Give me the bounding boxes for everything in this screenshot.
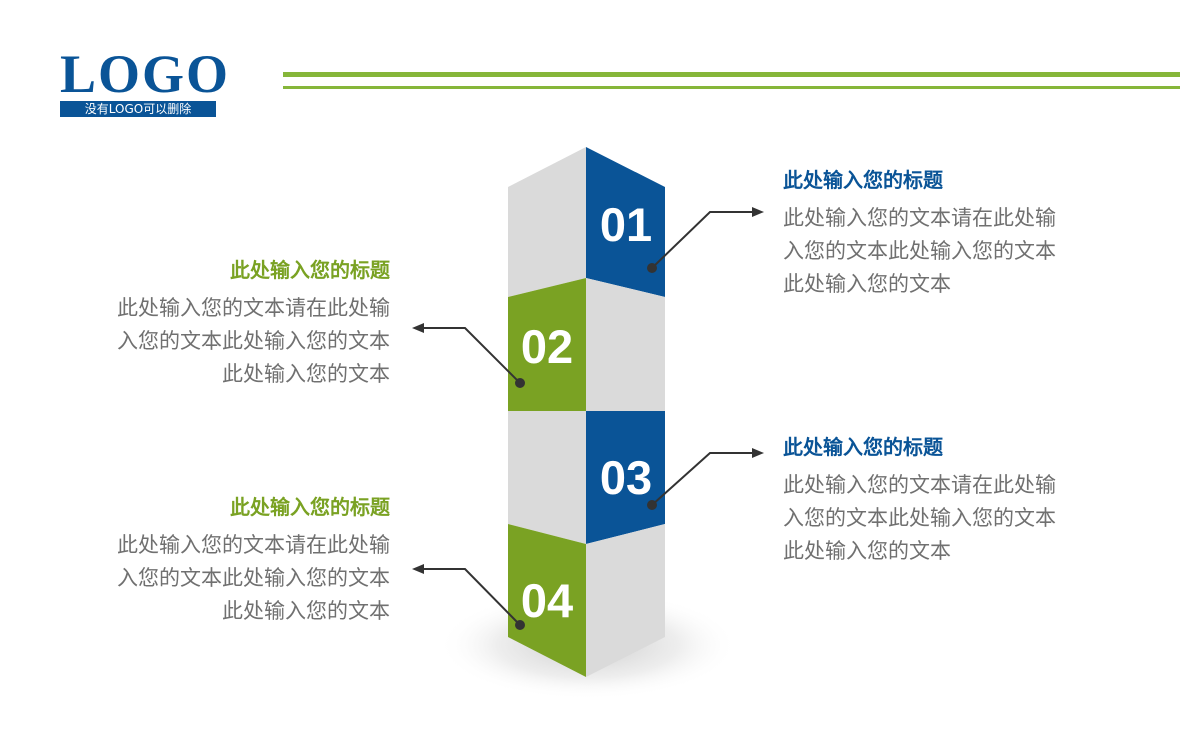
- arrow-head-icon: [412, 564, 424, 574]
- header-line-thin: [283, 86, 1180, 89]
- block-body: 此处输入您的文本请在此处输 入您的文本此处输入您的文本 此处输入您的文本: [783, 202, 1093, 301]
- block-title: 此处输入您的标题: [783, 435, 943, 459]
- text-block-04: 此处输入您的标题 此处输入您的文本请在此处输 入您的文本此处输入您的文本 此处输…: [80, 494, 390, 628]
- arrow-head-icon: [752, 207, 764, 217]
- connector-line: [651, 211, 755, 269]
- connector-dot: [515, 620, 525, 630]
- body-line: 此处输入您的文本请在此处输: [783, 206, 1056, 230]
- step-number-01: 01: [600, 198, 652, 251]
- arrow-head-icon: [752, 448, 764, 458]
- connector-dot: [647, 263, 657, 273]
- step-number-02: 02: [521, 320, 573, 373]
- pillar-face-blue: [586, 147, 665, 297]
- connector-line: [651, 452, 755, 506]
- block-title: 此处输入您的标题: [230, 258, 390, 282]
- connector-line: [422, 568, 521, 626]
- connector-dot: [647, 500, 657, 510]
- body-line: 入您的文本此处输入您的文本: [783, 506, 1056, 530]
- pillar-face-gray: [586, 524, 665, 677]
- arrow-head-icon: [412, 323, 424, 333]
- pillar-face-green: [508, 524, 586, 677]
- body-line: 入您的文本此处输入您的文本: [783, 239, 1056, 263]
- body-line: 此处输入您的文本: [222, 362, 390, 386]
- pillar-face-gray: [508, 411, 586, 544]
- body-line: 此处输入您的文本请在此处输: [117, 296, 390, 320]
- pillar-face-blue: [586, 411, 665, 544]
- step-number-03: 03: [600, 451, 652, 504]
- body-line: 入您的文本此处输入您的文本: [117, 566, 390, 590]
- text-block-03: 此处输入您的标题 此处输入您的文本请在此处输 入您的文本此处输入您的文本 此处输…: [783, 434, 1093, 568]
- body-line: 此处输入您的文本: [222, 599, 390, 623]
- block-body: 此处输入您的文本请在此处输 入您的文本此处输入您的文本 此处输入您的文本: [80, 529, 390, 628]
- block-body: 此处输入您的文本请在此处输 入您的文本此处输入您的文本 此处输入您的文本: [80, 292, 390, 391]
- step-number-04: 04: [521, 574, 573, 627]
- text-block-01: 此处输入您的标题 此处输入您的文本请在此处输 入您的文本此处输入您的文本 此处输…: [783, 167, 1093, 301]
- header-line-thick: [283, 72, 1180, 77]
- body-line: 此处输入您的文本: [783, 272, 951, 296]
- block-title: 此处输入您的标题: [783, 168, 943, 192]
- pillar-face-green: [508, 278, 586, 411]
- block-body: 此处输入您的文本请在此处输 入您的文本此处输入您的文本 此处输入您的文本: [783, 469, 1093, 568]
- logo-text: LOGO: [60, 44, 231, 104]
- connector-dot: [515, 378, 525, 388]
- body-line: 此处输入您的文本请在此处输: [117, 533, 390, 557]
- pillar-face-gray: [586, 278, 665, 411]
- body-line: 此处输入您的文本请在此处输: [783, 473, 1056, 497]
- text-block-02: 此处输入您的标题 此处输入您的文本请在此处输 入您的文本此处输入您的文本 此处输…: [80, 257, 390, 391]
- pillar-face-gray: [508, 147, 586, 297]
- body-line: 入您的文本此处输入您的文本: [117, 329, 390, 353]
- body-line: 此处输入您的文本: [783, 539, 951, 563]
- block-title: 此处输入您的标题: [230, 495, 390, 519]
- logo-subtitle: 没有LOGO可以删除: [60, 101, 216, 117]
- logo: LOGO 没有LOGO可以删除: [60, 46, 228, 118]
- connector-line: [422, 327, 521, 384]
